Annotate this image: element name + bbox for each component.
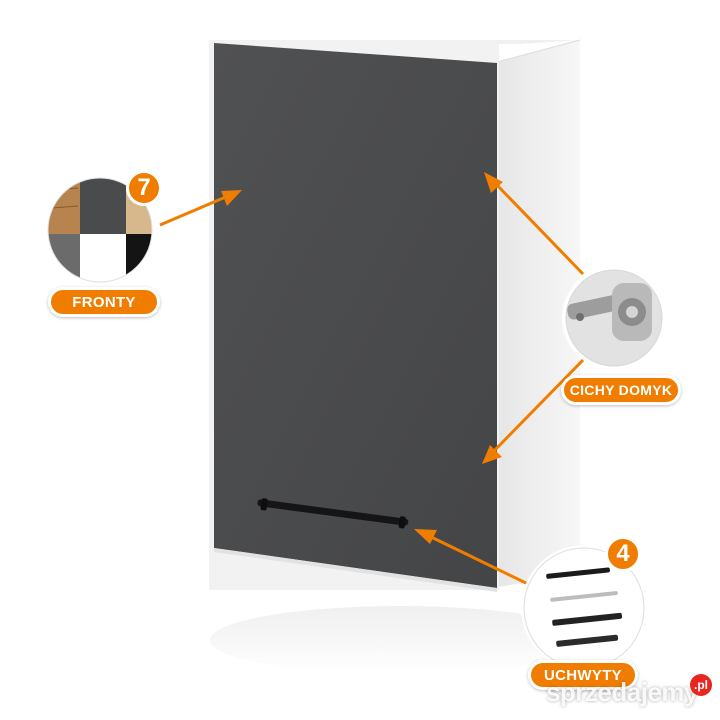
cabinet-door xyxy=(214,43,497,588)
hinge-photo xyxy=(562,266,666,370)
cabinet xyxy=(209,39,581,592)
hinge-label: CICHY DOMYK xyxy=(561,375,681,405)
fronty-label: FRONTY xyxy=(48,287,160,317)
fronty-count-badge: 7 xyxy=(126,170,162,206)
cabinet-side xyxy=(497,40,580,587)
floor-shadow xyxy=(210,606,590,674)
callout-arrows xyxy=(159,172,585,588)
handles-label: UCHWYTY xyxy=(528,660,638,690)
door-handle xyxy=(257,498,409,529)
front-swatches xyxy=(45,175,155,285)
watermark-text: sprzedajemy xyxy=(545,677,699,707)
handles-count-badge: 4 xyxy=(605,536,641,572)
watermark-tld: .pl xyxy=(690,674,712,696)
